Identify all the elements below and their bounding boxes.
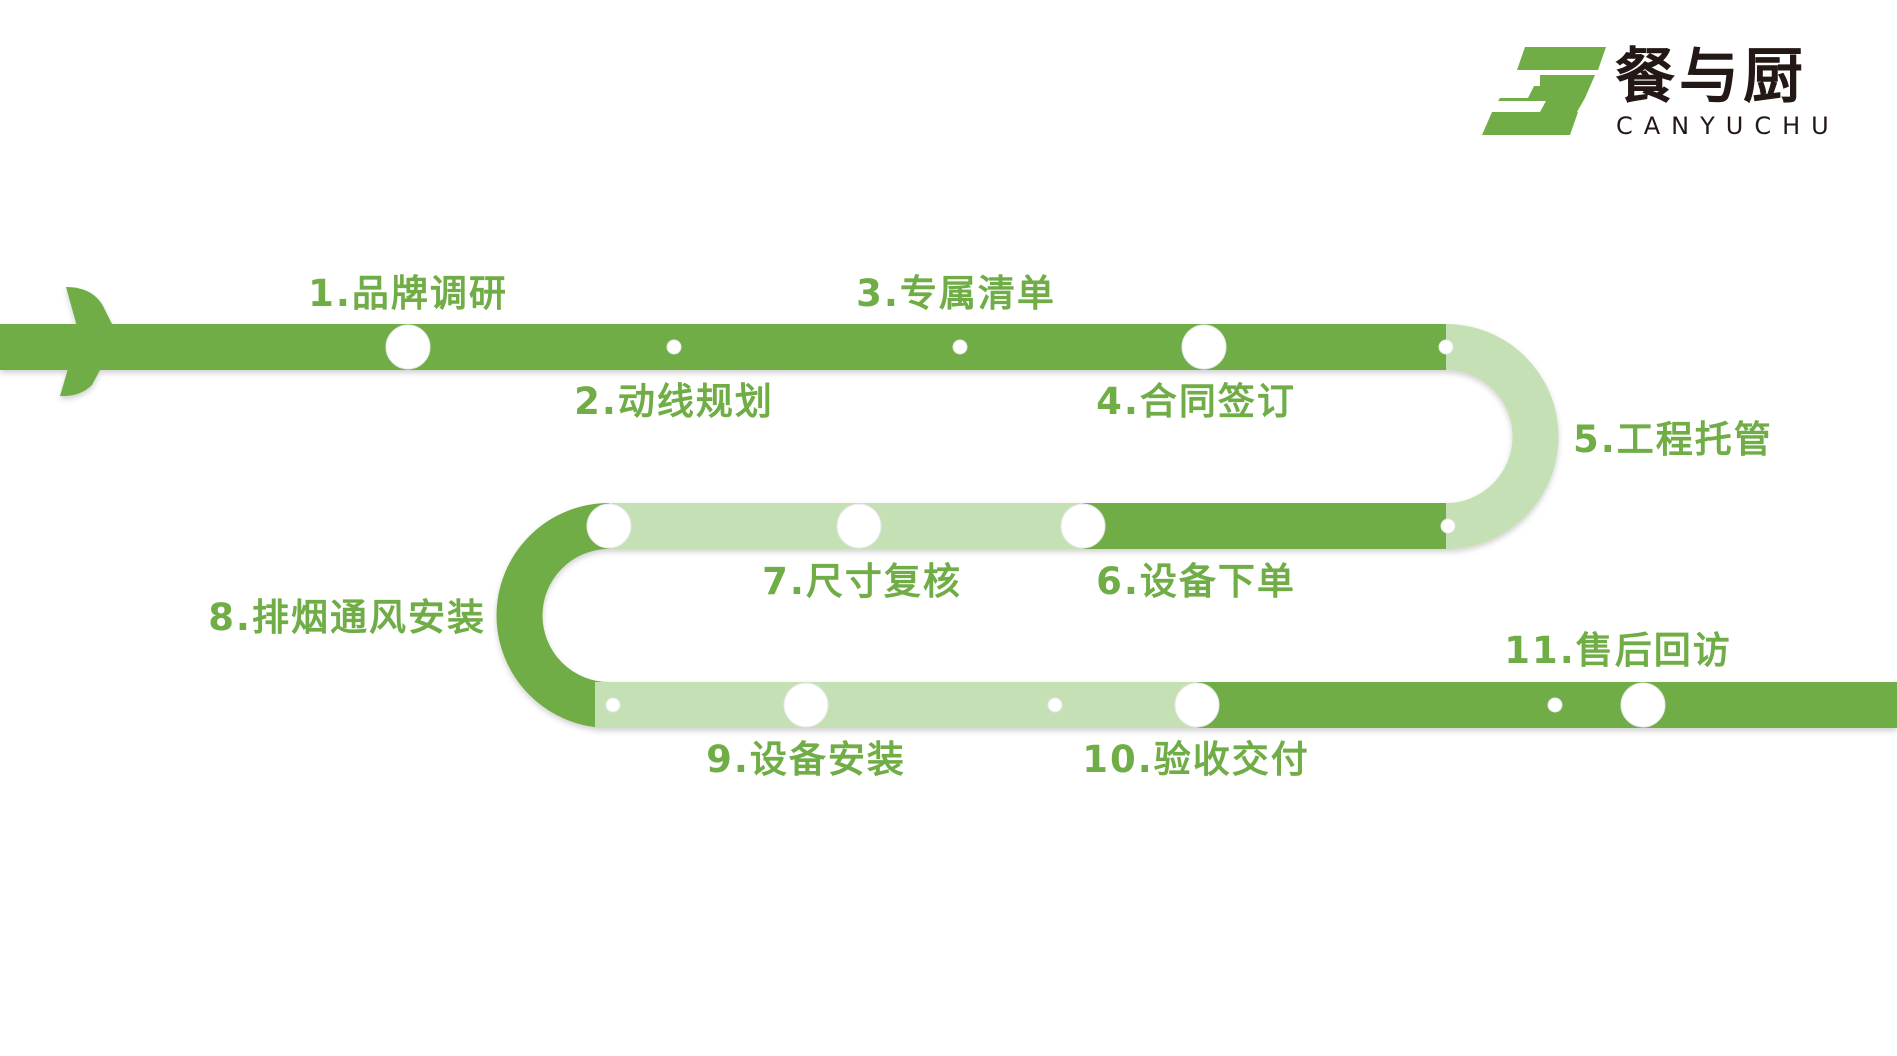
track-curve-left <box>496 503 610 728</box>
canyuchu-logo: 餐与厨 CANYUCHU <box>1482 42 1840 140</box>
node-step-3 <box>952 339 968 355</box>
track-row3-light <box>595 682 1197 728</box>
node-mid-row3 <box>1047 697 1063 713</box>
node-step-4 <box>1181 324 1227 370</box>
node-pre-step-11 <box>1547 697 1563 713</box>
step-label-4: 4.合同签订 <box>1096 380 1296 423</box>
node-step-1 <box>385 324 431 370</box>
node-step-8-end <box>605 697 621 713</box>
track-row3-dark <box>1197 682 1897 728</box>
node-step-2 <box>666 339 682 355</box>
node-step-7 <box>836 503 882 549</box>
node-step-6 <box>1060 503 1106 549</box>
logo-chinese-name: 餐与厨 <box>1615 42 1807 112</box>
step-label-7: 7.尺寸复核 <box>762 560 962 603</box>
node-step-9 <box>783 682 829 728</box>
track-row1 <box>0 324 1446 370</box>
nodes <box>385 324 1666 728</box>
step-label-6: 6.设备下单 <box>1096 560 1296 603</box>
track-row2-dark <box>1083 503 1446 549</box>
node-curve-top <box>1438 339 1454 355</box>
node-step-8-start <box>586 503 632 549</box>
step-label-5: 5.工程托管 <box>1573 418 1773 461</box>
step-label-3: 3.专属清单 <box>856 272 1056 315</box>
arrow-tail-icon <box>60 287 115 397</box>
step-label-1: 1.品牌调研 <box>308 272 508 315</box>
logo-s-mark <box>1482 47 1606 135</box>
logo-english-name: CANYUCHU <box>1616 112 1840 140</box>
step-label-10: 10.验收交付 <box>1082 738 1310 781</box>
node-curve-bottom <box>1440 518 1456 534</box>
track-curve-right <box>1445 324 1559 549</box>
step-label-2: 2.动线规划 <box>574 380 774 423</box>
node-step-11 <box>1620 682 1666 728</box>
step-label-8: 8.排烟通风安装 <box>208 596 486 639</box>
step-label-11: 11.售后回访 <box>1504 629 1732 672</box>
node-step-10 <box>1174 682 1220 728</box>
step-label-9: 9.设备安装 <box>706 738 906 781</box>
